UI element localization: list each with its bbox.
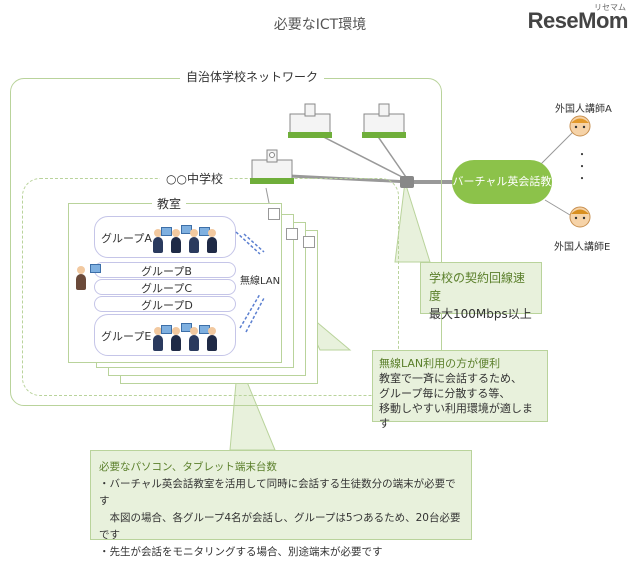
devices-line: ・バーチャル英会話教室を活用して同時に会話する生徒数分の端末が必要です <box>99 478 456 507</box>
access-point-1 <box>268 208 280 220</box>
wlan-line: 移動しやすい利用環境が適します <box>379 402 533 430</box>
teacher-tablet-icon <box>90 264 101 273</box>
virtual-english-cloud: バーチャル英会話教室 <box>452 160 552 232</box>
group-e-label: グループE <box>101 330 152 343</box>
resemom-logo: ReseMom リセマム <box>527 3 629 34</box>
school-building-icon <box>250 149 294 184</box>
network-label: 自治体学校ネットワーク <box>180 68 325 85</box>
access-point-2 <box>286 228 298 240</box>
student-icon <box>189 229 199 253</box>
school-label: ○○中学校 <box>160 170 229 187</box>
student-icon <box>207 327 217 351</box>
teacher-e-face-icon <box>569 206 591 228</box>
school-building-icon <box>362 103 406 138</box>
speed-head: 学校の契約回線速度 <box>429 271 526 303</box>
student-icon <box>171 229 181 253</box>
access-point-3 <box>303 236 315 248</box>
wlan-line: 教室で一斉に会話するため、 <box>379 372 522 385</box>
wlan-head: 無線LAN利用の方が便利 <box>379 357 501 370</box>
router-icon <box>400 176 414 188</box>
wlan-line: グループ毎に分散する等、 <box>379 387 511 400</box>
wlan-callout: 無線LAN利用の方が便利 教室で一斉に会話するため、 グループ毎に分散する等、 … <box>372 350 548 430</box>
speed-body: 最大100Mbps以上 <box>429 307 532 321</box>
wireless-label: 無線LAN <box>240 276 281 287</box>
teacher-icon <box>76 266 86 290</box>
wireless-signal-icon <box>235 231 265 333</box>
group-d-label: グループD <box>141 299 193 312</box>
ellipsis-dots: ・ ・ ・ <box>577 150 587 185</box>
group-c-box: グループC <box>94 279 236 295</box>
speed-callout: 学校の契約回線速度 最大100Mbps以上 <box>420 262 542 321</box>
teacher-a-label: 外国人講師A <box>555 104 612 115</box>
devices-head: 必要なパソコン、タブレット端末台数 <box>99 461 277 473</box>
group-a-label: グループA <box>101 232 152 245</box>
devices-callout: 必要なパソコン、タブレット端末台数 ・バーチャル英会話教室を活用して同時に会話す… <box>90 450 472 558</box>
tablet-icon <box>161 227 172 236</box>
devices-line: 本図の場合、各グループ4名が会話し、グループは5つあるため、20台必要です <box>99 512 461 541</box>
student-icon <box>153 327 163 351</box>
logo-main: ReseMom <box>527 8 629 33</box>
classroom-label: 教室 <box>152 195 187 212</box>
group-a-box: グループA <box>94 216 236 258</box>
group-b-label: グループB <box>141 265 192 278</box>
student-icon <box>153 229 163 253</box>
devices-line: ・先生が会話をモニタリングする場合、別途端末が必要です <box>99 546 383 558</box>
group-b-box: グループB <box>94 262 236 278</box>
tablet-icon <box>161 325 172 334</box>
cloud-label: バーチャル英会話教室 <box>452 175 552 232</box>
teacher-a-face-icon <box>569 115 591 137</box>
student-icon <box>171 327 181 351</box>
group-e-box: グループE <box>94 314 236 356</box>
student-icon <box>207 229 217 253</box>
logo-sub: リセマム <box>594 3 626 12</box>
group-c-label: グループC <box>141 282 193 295</box>
student-icon <box>189 327 199 351</box>
school-building-icon <box>288 103 332 138</box>
diagram-title: 必要なICT環境 <box>273 17 367 33</box>
group-d-box: グループD <box>94 296 236 312</box>
teacher-e-label: 外国人講師E <box>554 242 611 253</box>
